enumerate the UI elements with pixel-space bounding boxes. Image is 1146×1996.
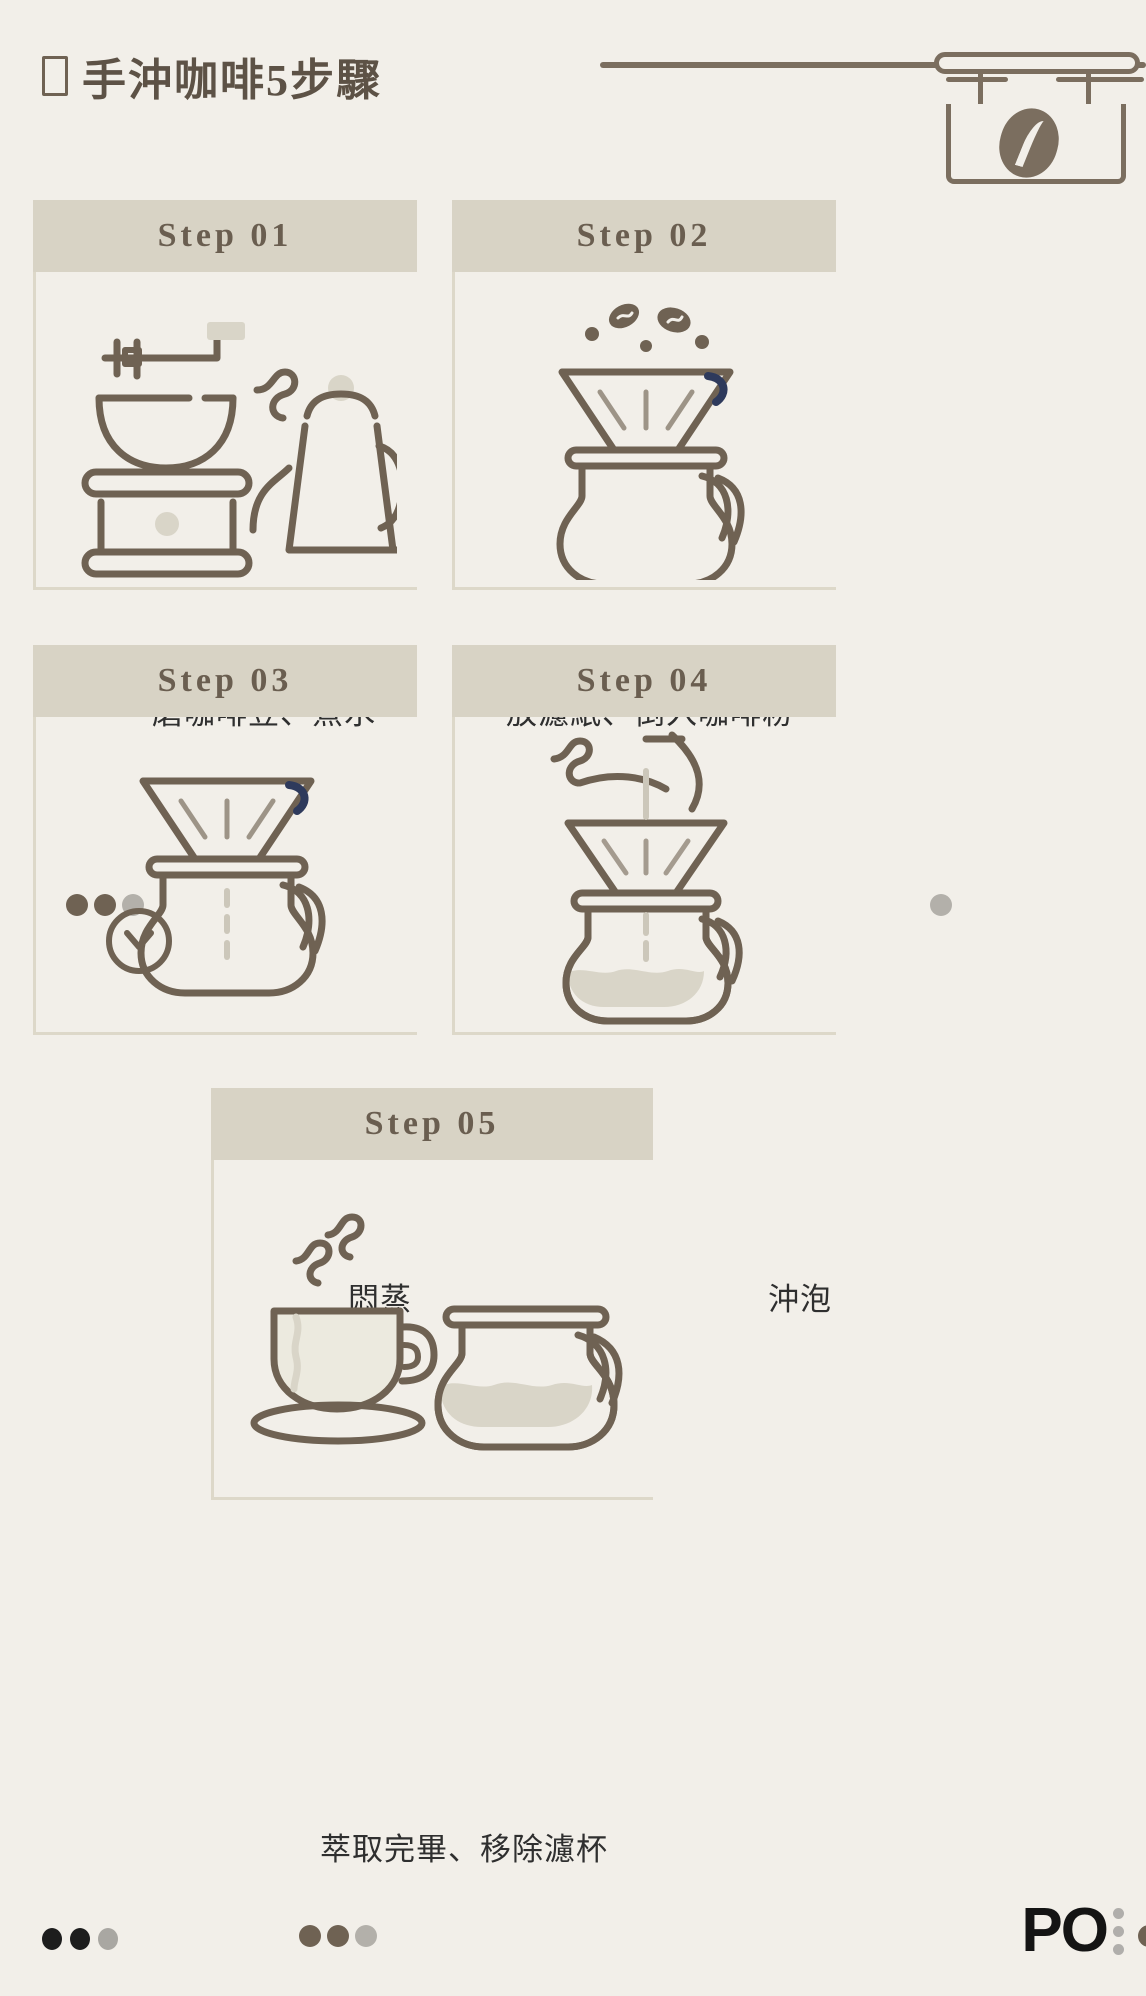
sign-crossbar xyxy=(934,52,1140,74)
dripper-with-coffee-beans-icon xyxy=(455,272,836,587)
hanging-rail xyxy=(600,62,1146,68)
colon-dot-top xyxy=(1113,1907,1124,1919)
progress-dot xyxy=(94,894,116,916)
pouring-kettle-over-dripper-icon xyxy=(455,717,836,1032)
step-03-dots xyxy=(299,1925,377,1947)
step-01-label: Step 01 xyxy=(157,217,293,254)
step-04-body xyxy=(452,717,836,1035)
step-05-caption: 萃取完畢、移除濾杯 xyxy=(320,1832,608,1867)
step-03-header: Step 03 xyxy=(33,645,417,717)
progress-dot xyxy=(930,894,952,916)
step-04-label: Step 04 xyxy=(576,662,712,699)
hand-grinder-and-gooseneck-kettle-icon xyxy=(36,272,417,587)
step-01-header: Step 01 xyxy=(33,200,417,272)
step-card-03: Step 03 xyxy=(33,645,417,1947)
progress-dot xyxy=(1138,1925,1146,1947)
step-02-label: Step 02 xyxy=(576,217,712,254)
step-01-body xyxy=(33,272,417,590)
brand-logo-text: PO xyxy=(1021,1896,1109,1965)
progress-dot xyxy=(355,1925,377,1947)
sign-rope-left xyxy=(978,70,983,112)
footer-dot xyxy=(98,1928,118,1950)
footer-decorative-dots xyxy=(42,1928,118,1950)
footer-dot xyxy=(70,1928,90,1950)
step-02-dots xyxy=(930,894,952,916)
sign-bracket-left xyxy=(946,77,1008,82)
page-title-text: 手沖咖啡5步驟 xyxy=(82,56,382,105)
brand-logo: PO xyxy=(1021,1900,1124,1962)
page-title: 手沖咖啡5步驟 xyxy=(42,44,382,108)
step-02-body xyxy=(452,272,836,590)
progress-dot xyxy=(327,1925,349,1947)
step-card-04: Step 04 xyxy=(452,645,1146,1947)
colon-dot-mid xyxy=(1113,1925,1124,1937)
header: 手沖咖啡5步驟 xyxy=(0,0,1146,190)
step-card-02: Step 02 xyxy=(452,200,952,916)
step-05-header: Step 05 xyxy=(211,1088,653,1160)
colon-dot-bottom xyxy=(1113,1943,1124,1955)
step-05-label: Step 05 xyxy=(364,1105,500,1142)
step-04-dots xyxy=(1138,1925,1146,1947)
sign-rope-right xyxy=(1086,70,1091,112)
dripper-blooming-icon xyxy=(36,717,417,1032)
colon-dots-icon xyxy=(1113,1907,1124,1955)
progress-dot xyxy=(299,1925,321,1947)
step-03-label: Step 03 xyxy=(157,662,293,699)
coffee-cup-and-server-icon xyxy=(214,1160,653,1497)
step-04-header: Step 04 xyxy=(452,645,836,717)
step-05-body xyxy=(211,1160,653,1500)
sign-bracket-right xyxy=(1056,77,1144,82)
step-04-caption: 沖泡 xyxy=(768,1282,832,1317)
missing-glyph-icon xyxy=(42,56,68,96)
progress-dot xyxy=(66,894,88,916)
step-03-body xyxy=(33,717,417,1035)
footer-dot xyxy=(42,1928,62,1950)
step-card-01: Step 01 xyxy=(33,200,417,916)
step-02-header: Step 02 xyxy=(452,200,836,272)
step-card-05: Step 05 xyxy=(211,1088,653,1500)
